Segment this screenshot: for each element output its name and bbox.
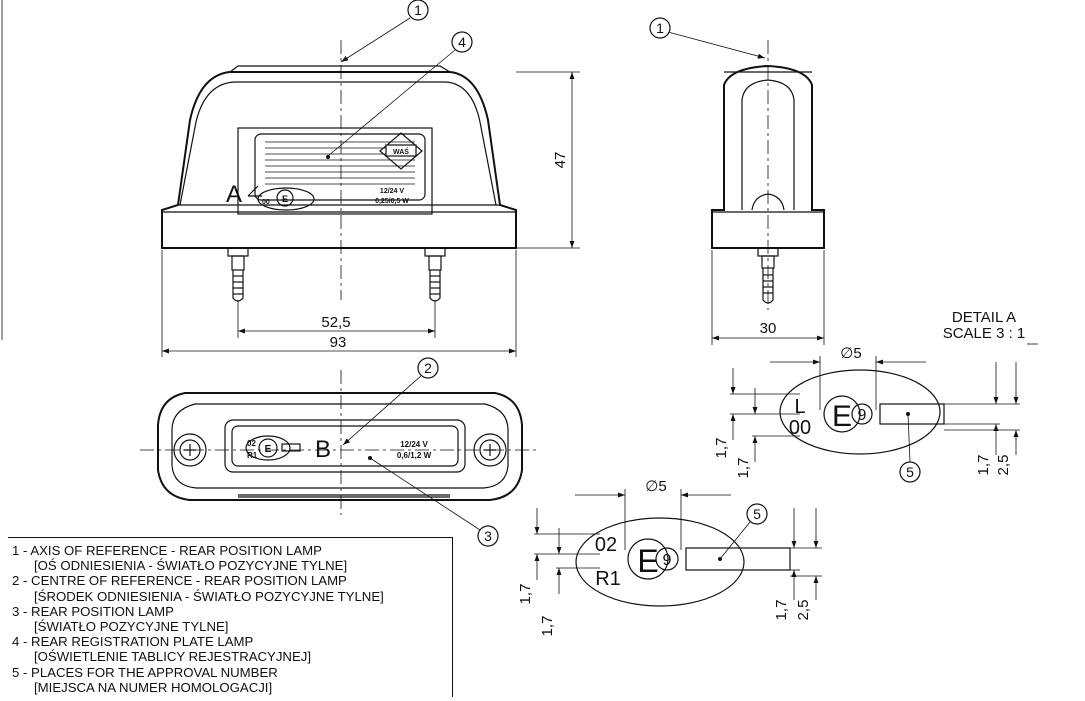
brand-mark: WAŚ: [393, 147, 409, 156]
approval-e-front: E: [265, 444, 272, 455]
detail-b-num: 9: [663, 552, 672, 569]
front-power: 0,6/1,2 W: [397, 451, 432, 460]
detail-b-bottom: R1: [595, 568, 621, 590]
legend-item-5-text: 5 - PLACES FOR THE APPROVAL NUMBER: [12, 664, 278, 680]
detail-b-h1: 1,7: [517, 584, 534, 605]
detail-a-h4: 2,5: [995, 455, 1012, 476]
detail-b-h4: 2,5: [795, 600, 812, 621]
legend-item-1-text: 1 - AXIS OF REFERENCE - REAR POSITION LA…: [12, 543, 322, 558]
legend-item-1: 1 - AXIS OF REFERENCE - REAR POSITION LA…: [12, 543, 452, 573]
front-voltage: 12/24 V: [400, 440, 428, 449]
view-b-label: B: [315, 436, 331, 463]
front-code-top: 02: [247, 439, 256, 448]
legend-item-2-text: 2 - CENTRE OF REFERENCE - REAR POSITION …: [12, 573, 347, 589]
detail-b: E 9 02 R1 ∅5 1,7 1,7 1,7 2,5 5: [517, 478, 822, 636]
detail-a-h3: 1,7: [975, 455, 992, 476]
detail-a-e: E: [832, 400, 852, 433]
detail-title: DETAIL A: [952, 309, 1016, 326]
detail-a-dia: ∅5: [840, 345, 861, 362]
bottom-view: E 02 R1 12/24 V 0,6/1,2 W B 2 3: [140, 357, 540, 547]
callout-5-b: 5: [753, 506, 761, 522]
top-power: 0,25/0,5 W: [375, 198, 409, 205]
callout-5-a: 5: [906, 464, 914, 480]
legend-item-3-text: 3 - REAR POSITION LAMP: [12, 603, 174, 619]
callout-3: 3: [484, 528, 492, 544]
callout-2: 2: [424, 360, 432, 376]
legend-item-4-translation: [OŚWIETLENIE TABLICY REJESTRACYJNEJ]: [34, 649, 312, 665]
detail-b-h2: 1,7: [539, 616, 556, 637]
dim-93: 93: [330, 334, 347, 351]
detail-b-dia: ∅5: [645, 478, 666, 495]
legend-item-2: 2 - CENTRE OF REFERENCE - REAR POSITION …: [12, 573, 452, 603]
legend-item-3: 3 - REAR POSITION LAMP [ŚWIATŁO POZYCYJN…: [12, 604, 452, 634]
top-mark-code: 00: [262, 199, 270, 206]
legend-box: 1 - AXIS OF REFERENCE - REAR POSITION LA…: [8, 537, 453, 697]
top-voltage: 12/24 V: [380, 188, 404, 195]
callout-4: 4: [458, 34, 466, 50]
approval-e-top: E: [282, 194, 288, 204]
front-code-bottom: R1: [247, 451, 258, 460]
dim-47: 47: [552, 152, 569, 169]
legend-item-4-text: 4 - REAR REGISTRATION PLATE LAMP: [12, 634, 254, 650]
detail-a-num: 9: [858, 407, 867, 424]
detail-a-top: L: [794, 396, 805, 418]
dim-52-5: 52,5: [321, 314, 350, 331]
legend-item-5-translation: [MIEJSCA NA NUMER HOMOLOGACJI]: [34, 679, 273, 695]
detail-b-top: 02: [595, 534, 617, 556]
detail-b-e: E: [637, 543, 658, 579]
dim-30: 30: [760, 320, 777, 337]
detail-a-h1: 1,7: [713, 438, 730, 459]
detail-scale: SCALE 3 : 1: [943, 325, 1026, 342]
legend-item-4: 4 - REAR REGISTRATION PLATE LAMP [OŚWIET…: [12, 634, 452, 664]
view-a-label: A: [226, 181, 242, 208]
legend-item-3-translation: [ŚWIATŁO POZYCYJNE TYLNE]: [34, 619, 229, 635]
legend-item-2-translation: [ŚRODEK ODNIESIENIA - ŚWIATŁO POZYCYJNE …: [34, 588, 384, 604]
callout-1-front: 1: [414, 2, 422, 18]
detail-a: DETAIL A SCALE 3 : 1 E 9 L 00 ∅5 1,7 1,7…: [713, 309, 1038, 483]
detail-b-h3: 1,7: [773, 600, 790, 621]
front-view: WAŚ E 00 12/24 V 0,25/0,5 W A 47: [161, 0, 580, 357]
legend-item-5: 5 - PLACES FOR THE APPROVAL NUMBER [MIEJ…: [12, 665, 452, 695]
detail-a-bottom: 00: [789, 417, 811, 439]
detail-a-h2: 1,7: [735, 458, 752, 479]
callout-1-side: 1: [656, 20, 664, 36]
legend-item-1-translation: [OŚ ODNIESIENIA - ŚWIATŁO POZYCYJNE TYLN…: [34, 558, 348, 574]
side-view: 30 1: [649, 17, 825, 345]
